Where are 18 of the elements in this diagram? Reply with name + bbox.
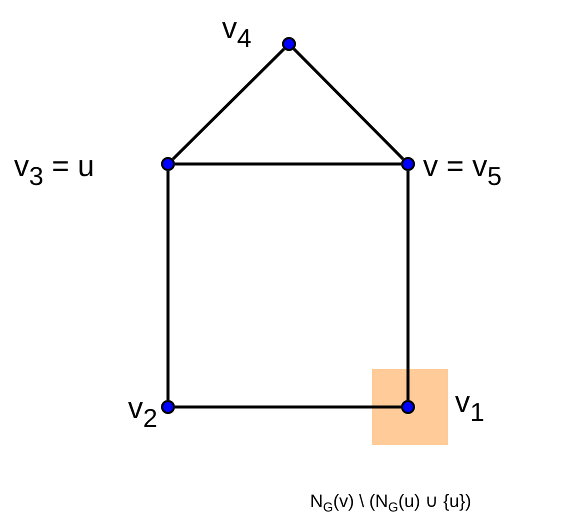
graph-edge [292, 48, 404, 160]
graph-edge [175, 406, 401, 408]
graph-edge [175, 162, 401, 166]
highlight-square [372, 369, 448, 445]
graph-edge [172, 48, 286, 160]
graph-edge [406, 171, 410, 400]
vertex-dot [401, 400, 415, 414]
set-formula: N$_{G}$(v) \ (N$_{G}$(u) ∪ {u}) [310, 492, 472, 514]
vertex-dot [282, 37, 296, 51]
vertex-dot [401, 157, 415, 171]
vertex-dot [161, 157, 175, 171]
vertex-label: v$_{1}$ [455, 388, 484, 426]
vertex-label: v$_{3}$ = u [14, 152, 94, 190]
vertex-label: v$_{2}$ [128, 394, 158, 432]
graph-edge [166, 171, 170, 400]
vertex-label: v = v$_{5}$ [423, 152, 502, 190]
vertex-label: v$_{4}$ [222, 14, 252, 52]
vertex-dot [161, 400, 175, 414]
